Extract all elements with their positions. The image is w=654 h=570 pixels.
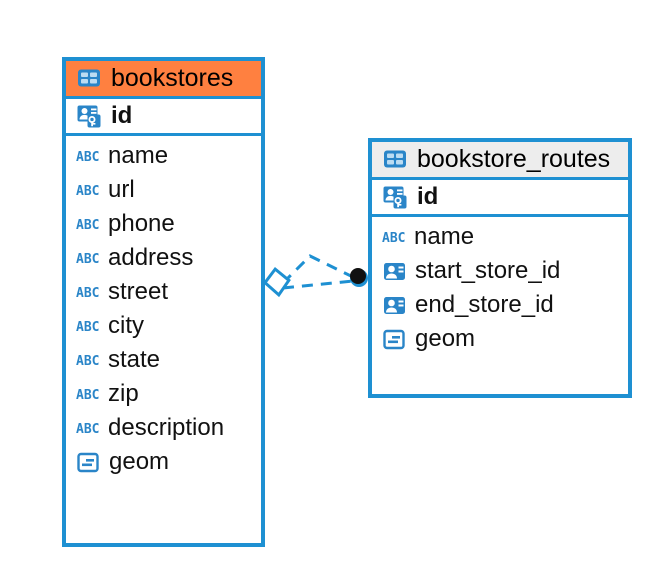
primary-key-section-bookstore-routes: id — [372, 177, 628, 217]
text-field-icon: ABC — [76, 218, 99, 233]
field-label-geom: geom — [109, 448, 170, 475]
geometry-field-icon — [383, 329, 405, 349]
text-field-icon: ABC — [76, 286, 99, 301]
text-field-icon: ABC — [76, 320, 99, 335]
entity-title-bookstore-routes: bookstore_routes — [417, 144, 611, 173]
field-label-name: name — [108, 142, 169, 169]
svg-text:ABC: ABC — [76, 422, 99, 437]
field-label-address: address — [108, 244, 194, 271]
field-row-address[interactable]: ABC address — [66, 241, 261, 275]
entity-header-bookstores[interactable]: bookstores — [66, 61, 261, 96]
text-field-icon: ABC — [76, 388, 99, 403]
field-label-geom: geom — [415, 325, 476, 352]
primary-key-icon — [383, 186, 407, 208]
field-row-url[interactable]: ABC url — [66, 173, 261, 207]
foreign-key-icon — [384, 296, 405, 314]
field-row-street[interactable]: ABC street — [66, 275, 261, 309]
field-row-id[interactable]: id — [66, 99, 261, 133]
entity-table-bookstores[interactable]: bookstores id — [62, 57, 265, 547]
field-row-id[interactable]: id — [372, 180, 628, 214]
field-row-start-store-id[interactable]: start_store_id — [372, 254, 628, 288]
text-field-icon: ABC — [76, 150, 99, 165]
svg-text:ABC: ABC — [76, 320, 99, 335]
svg-text:ABC: ABC — [382, 231, 405, 246]
text-field-icon: ABC — [76, 252, 99, 267]
foreign-key-icon — [384, 262, 405, 280]
field-row-state[interactable]: ABC state — [66, 343, 261, 377]
svg-text:ABC: ABC — [76, 150, 99, 165]
field-label-end-store-id: end_store_id — [415, 291, 554, 318]
geometry-field-icon — [77, 452, 99, 472]
field-label-description: description — [108, 414, 225, 441]
primary-key-section-bookstores: id — [66, 96, 261, 136]
svg-text:ABC: ABC — [76, 252, 99, 267]
field-label-zip: zip — [108, 380, 139, 407]
connector-line-upper — [281, 254, 356, 285]
field-label-id: id — [417, 183, 439, 210]
field-label-id: id — [111, 102, 133, 129]
table-icon — [78, 69, 100, 87]
primary-key-icon — [77, 105, 101, 127]
svg-text:ABC: ABC — [76, 218, 99, 233]
field-row-geom[interactable]: geom — [372, 322, 628, 356]
field-row-description[interactable]: ABC description — [66, 411, 261, 445]
field-row-name[interactable]: ABC name — [372, 220, 628, 254]
field-label-start-store-id: start_store_id — [415, 257, 561, 284]
field-label-city: city — [108, 312, 144, 339]
field-list-bookstore-routes: ABC name start_store_id — [372, 217, 628, 360]
field-row-phone[interactable]: ABC phone — [66, 207, 261, 241]
connector-target-circle — [350, 268, 368, 287]
field-label-name: name — [414, 223, 475, 250]
connector-source-diamond — [262, 266, 291, 298]
field-row-name[interactable]: ABC name — [66, 139, 261, 173]
field-row-geom[interactable]: geom — [66, 445, 261, 479]
svg-text:ABC: ABC — [76, 286, 99, 301]
field-row-zip[interactable]: ABC zip — [66, 377, 261, 411]
svg-text:ABC: ABC — [76, 354, 99, 369]
field-label-state: state — [108, 346, 161, 373]
field-label-street: street — [108, 278, 169, 305]
entity-title-bookstores: bookstores — [111, 63, 234, 92]
text-field-icon: ABC — [76, 184, 99, 199]
connector-line-lower — [282, 279, 354, 290]
field-row-end-store-id[interactable]: end_store_id — [372, 288, 628, 322]
field-label-url: url — [108, 176, 135, 203]
table-icon — [384, 150, 406, 168]
text-field-icon: ABC — [76, 422, 99, 437]
text-field-icon: ABC — [382, 231, 405, 246]
field-row-city[interactable]: ABC city — [66, 309, 261, 343]
text-field-icon: ABC — [76, 354, 99, 369]
field-label-phone: phone — [108, 210, 175, 237]
entity-table-bookstore-routes[interactable]: bookstore_routes id — [368, 138, 632, 398]
entity-header-bookstore-routes[interactable]: bookstore_routes — [372, 142, 628, 177]
svg-text:ABC: ABC — [76, 184, 99, 199]
svg-text:ABC: ABC — [76, 388, 99, 403]
field-list-bookstores: ABC name ABC url ABC phone ABC — [66, 136, 261, 483]
